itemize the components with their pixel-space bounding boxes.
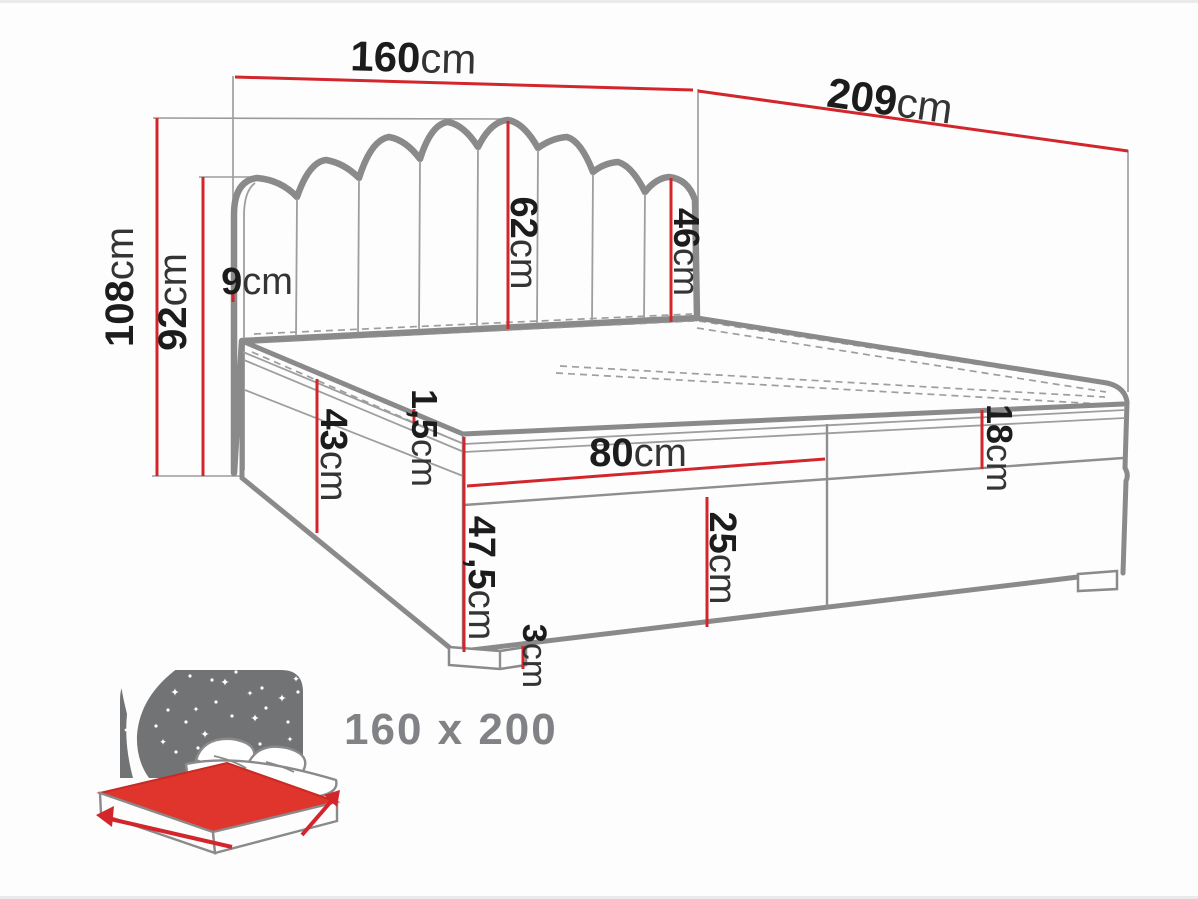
- dimension-label-height-3: 3cm: [515, 624, 553, 688]
- mattress-top: [242, 318, 1128, 434]
- svg-text:✦: ✦: [277, 693, 286, 705]
- svg-text:✦: ✦: [220, 677, 229, 689]
- dimension-label-topper-1-5: 1,5cm: [404, 389, 445, 487]
- front-left-leg: [447, 645, 528, 671]
- size-logo: ✦✦✦ ✦✦✦ ✦✦ ✦✦ ✦✦: [96, 668, 341, 855]
- svg-text:✦: ✦: [200, 729, 209, 741]
- bed-edges: [239, 315, 1130, 655]
- dimension-label-height-62: 62cm: [502, 197, 544, 290]
- size-badge: 160 x 200: [344, 705, 558, 754]
- headboard: [230, 116, 701, 477]
- dimension-label-height-18: 18cm: [979, 404, 1020, 492]
- dimension-label-length-209: 209cm: [824, 69, 955, 133]
- headboard-seams: [243, 148, 646, 470]
- svg-text:✦: ✦: [170, 687, 179, 699]
- dimension-line-width-160: [234, 75, 694, 92]
- dimension-line-length-209: [697, 89, 1129, 153]
- dimension-label-thickness-9: 9cm: [221, 261, 293, 303]
- bed-legs: [447, 569, 1119, 671]
- svg-text:✦: ✦: [193, 705, 200, 714]
- dimension-label-height-47-5: 47,5cm: [460, 516, 502, 641]
- dimension-lines: [155, 75, 1129, 669]
- dimension-labels: 160cm 209cm 108cm 92cm 9cm 62cm 46cm 43c…: [98, 32, 1020, 688]
- dimension-label-height-92: 92cm: [151, 253, 195, 351]
- front-right-leg: [1076, 569, 1119, 593]
- svg-text:✦: ✦: [250, 713, 259, 725]
- dimension-label-width-80: 80cm: [589, 431, 687, 475]
- dimension-label-height-108: 108cm: [98, 227, 142, 347]
- dimension-label-width-160: 160cm: [350, 32, 477, 83]
- dimension-label-height-25: 25cm: [701, 512, 743, 605]
- moon-icon: [120, 668, 178, 778]
- dimension-line-width-80: [466, 457, 826, 488]
- panel-details: [242, 351, 1126, 608]
- size-arrows-icon: [96, 790, 340, 849]
- svg-text:✦: ✦: [247, 689, 254, 698]
- dimension-label-height-46: 46cm: [666, 208, 707, 296]
- top-border: [0, 0, 1198, 3]
- svg-text:✦: ✦: [159, 737, 167, 747]
- bed-icon-base-front: [211, 800, 339, 855]
- bed-side-panel: [242, 341, 463, 652]
- dimension-label-height-43: 43cm: [312, 409, 354, 502]
- bed-drawing: [230, 116, 1130, 671]
- svg-text:✦: ✦: [287, 735, 294, 744]
- svg-text:✦: ✦: [292, 674, 300, 684]
- bottom-border: [0, 896, 1198, 899]
